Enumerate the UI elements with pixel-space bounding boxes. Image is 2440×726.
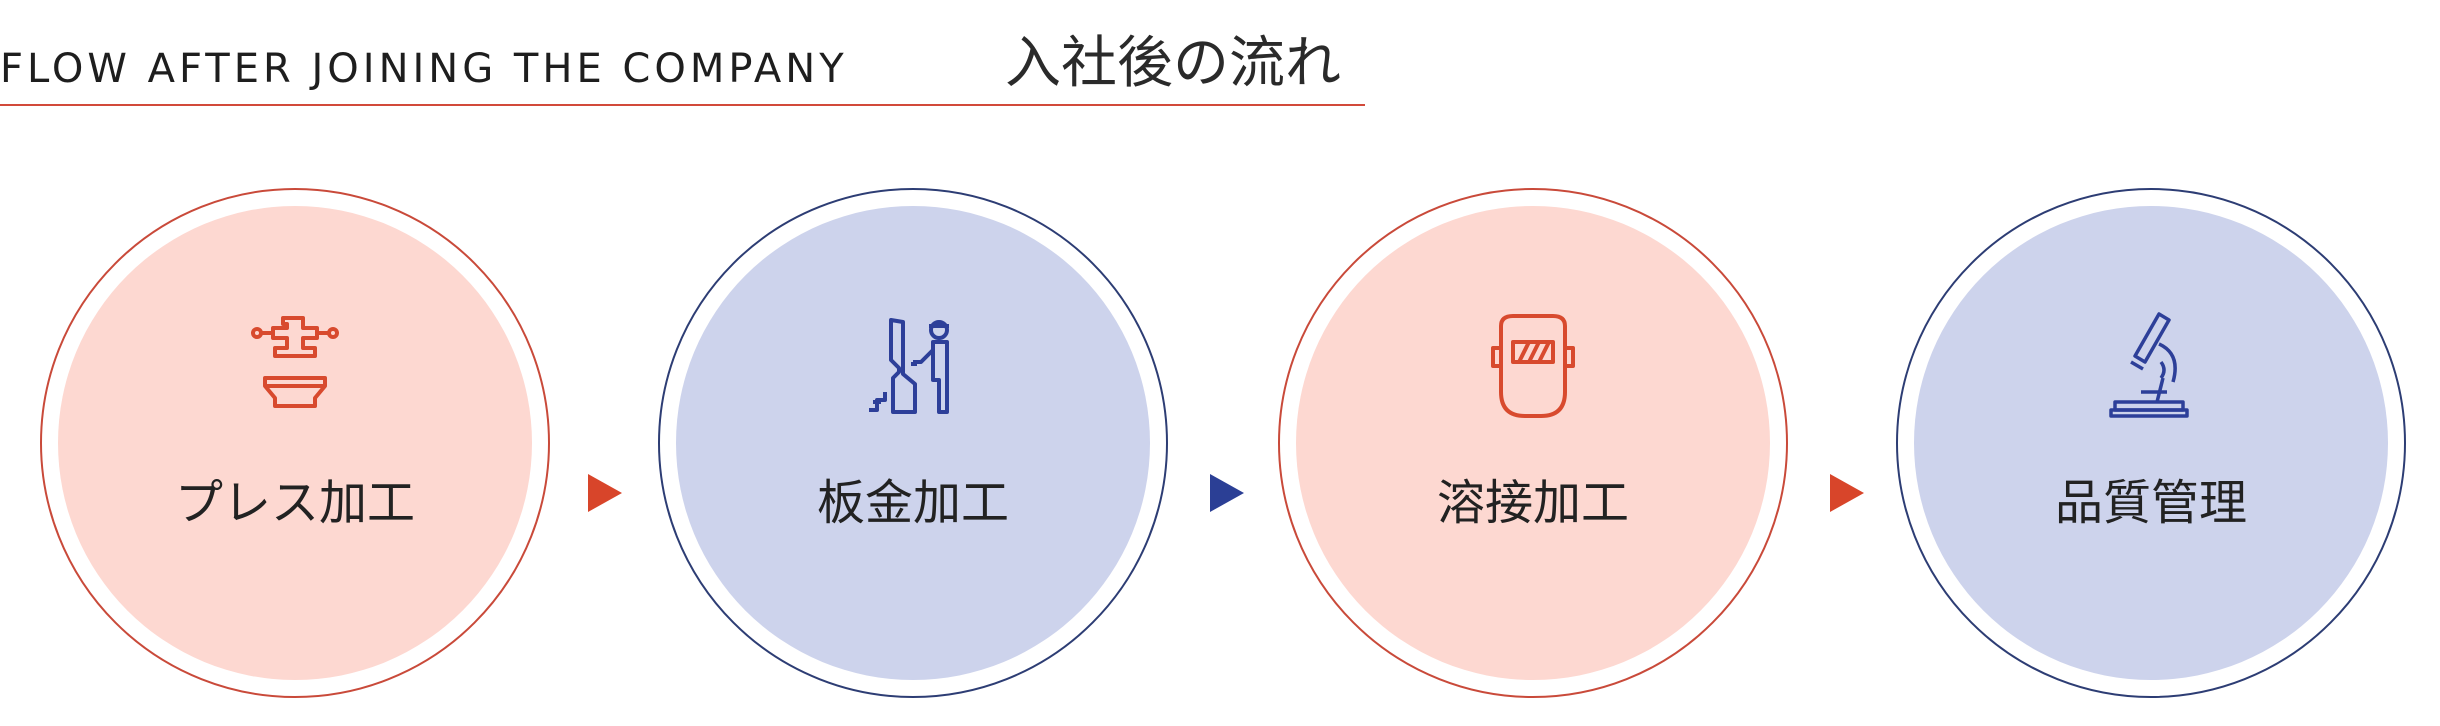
page-header: FLOW AFTER JOINING THE COMPANY 入社後の流れ [0, 0, 1365, 110]
step-label: 溶接加工 [1436, 475, 1629, 531]
step-welding: 溶接加工 [1278, 188, 1788, 698]
step-disc [58, 206, 532, 680]
step-quality-control: 品質管理 [1896, 188, 2406, 698]
step-sheet-metal: 板金加工 [658, 188, 1168, 698]
step-disc [1914, 206, 2388, 680]
step-label: プレス加工 [174, 475, 415, 531]
page-title-japanese: 入社後の流れ [1005, 31, 1341, 96]
step-ring [40, 188, 550, 698]
microscope-icon [2109, 312, 2189, 418]
arrow-right-icon [1210, 474, 1244, 512]
step-ring [1278, 188, 1788, 698]
step-disc [676, 206, 1150, 680]
step-label: 品質管理 [2054, 475, 2247, 531]
header-divider [0, 104, 1365, 106]
step-disc [1296, 206, 1770, 680]
arrow-right-icon [1830, 474, 1864, 512]
step-ring [658, 188, 1168, 698]
press-machine-icon [251, 316, 339, 408]
step-ring [1896, 188, 2406, 698]
arrow-right-icon [588, 474, 622, 512]
sheet-metal-worker-icon [869, 318, 949, 414]
welding-mask-icon [1491, 314, 1575, 418]
step-press: プレス加工 [40, 188, 550, 698]
page-title-english: FLOW AFTER JOINING THE COMPANY [0, 46, 848, 92]
step-label: 板金加工 [816, 475, 1009, 531]
